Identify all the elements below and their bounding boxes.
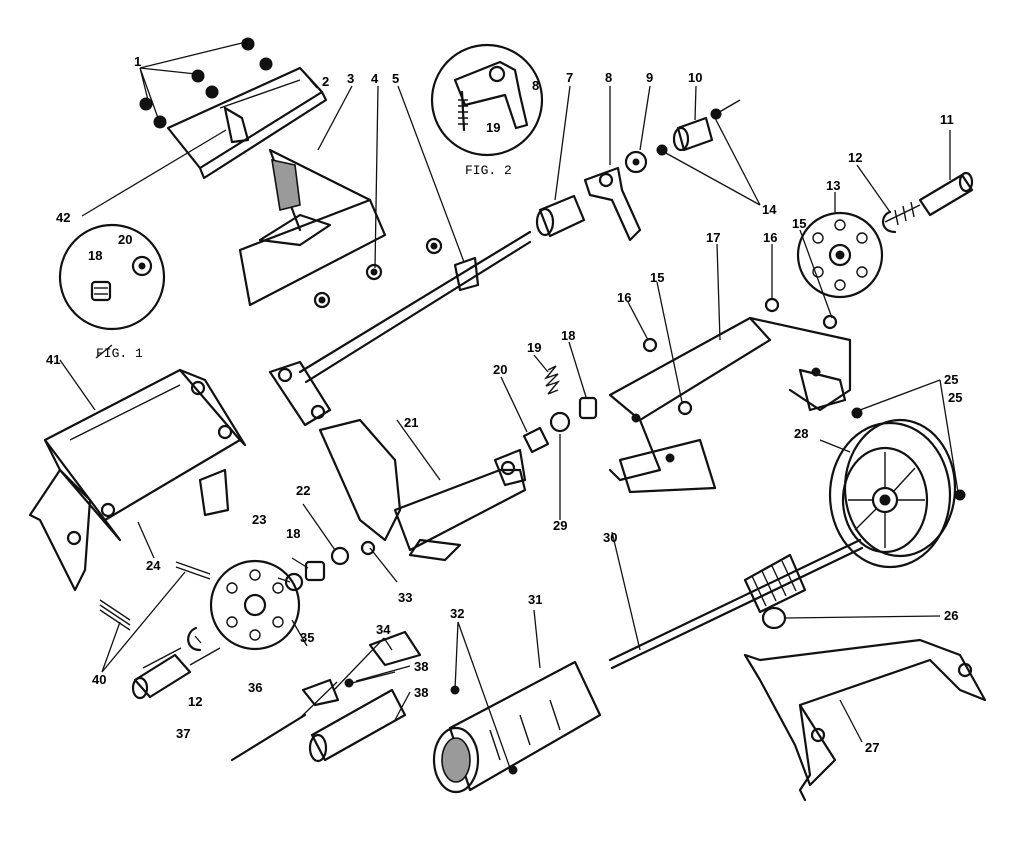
callout-18-lower: 18: [286, 526, 300, 541]
clip-12-top: [882, 210, 897, 234]
callout-31: 31: [528, 592, 542, 607]
cap-26: [761, 606, 787, 630]
callout-28: 28: [794, 426, 808, 441]
ring-23: [284, 572, 304, 592]
callout-17: 17: [706, 230, 720, 245]
callout-36: 36: [248, 680, 262, 695]
grass-shield-assembly: [166, 66, 387, 307]
bolt-38: [344, 671, 396, 688]
callout-2: 2: [322, 74, 329, 89]
callout-18-middle: 18: [561, 328, 575, 343]
sprocket-35: [209, 559, 301, 651]
support-bracket: [318, 418, 527, 562]
fig2-inset: FIG. 2: [430, 43, 544, 178]
sprocket-13: [796, 211, 884, 299]
callout-16-middle: 16: [617, 290, 631, 305]
spacer-18-lower: [304, 560, 326, 582]
callout-35: 35: [300, 630, 314, 645]
callout-25-lower: 25: [948, 390, 962, 405]
callout-labels: 1 2 3 4 5 6 7 8 8 9 10 11 12 12 13 14 15…: [46, 36, 962, 755]
callout-34: 34: [376, 622, 391, 637]
callout-19-fig2: 19: [486, 120, 500, 135]
handle-bracket-27: [743, 638, 987, 802]
callout-8: 8: [605, 70, 612, 85]
roller-bushing-7: [535, 194, 586, 238]
spring-set-40: [99, 561, 211, 631]
callout-26: 26: [944, 608, 958, 623]
callout-23: 23: [252, 512, 266, 527]
callout-15-top: 15: [792, 216, 806, 231]
pivot-shaft: [268, 230, 532, 427]
callout-9: 9: [646, 70, 653, 85]
callout-42: 42: [56, 210, 70, 225]
wheel-28: [828, 407, 966, 569]
callout-32: 32: [450, 606, 464, 621]
callout-19-middle: 19: [527, 340, 541, 355]
roller-31: [432, 660, 602, 794]
axle-11: [884, 171, 974, 226]
callout-13: 13: [826, 178, 840, 193]
callout-27: 27: [865, 740, 879, 755]
bolt-set: [139, 37, 273, 129]
callout-10: 10: [688, 70, 702, 85]
callout-20-fig1: 20: [118, 232, 132, 247]
callout-37: 37: [176, 726, 190, 741]
hub-37: [131, 647, 221, 700]
callout-22: 22: [296, 483, 310, 498]
drive-shaft-30: [608, 538, 864, 670]
roller-assembly-34: [301, 630, 422, 763]
callout-38-upper: 38: [414, 659, 428, 674]
callout-25-top: 25: [944, 372, 958, 387]
callout-16-top: 16: [763, 230, 777, 245]
rod-36: [230, 713, 307, 762]
callout-11: 11: [940, 112, 954, 127]
bushing-9: [624, 150, 648, 174]
nut-set: [313, 237, 443, 309]
callout-38-lower: 38: [414, 685, 428, 700]
callout-3: 3: [347, 71, 354, 86]
spacer-18-middle: [578, 396, 598, 420]
callout-8-fig2: 8: [532, 78, 539, 93]
fig1-inset: FIG. 1: [58, 223, 166, 361]
housing-41: [28, 368, 247, 592]
washer-22: [330, 546, 350, 566]
spring-19: [543, 365, 561, 395]
callout-40: 40: [92, 672, 106, 687]
callout-33: 33: [398, 590, 412, 605]
clip-12-bottom: [187, 626, 202, 652]
callout-5: 5: [392, 71, 399, 86]
callout-4: 4: [371, 71, 379, 86]
callout-15-middle: 15: [650, 270, 664, 285]
mounting-bracket-17: [608, 297, 852, 494]
callout-6: 6: [241, 36, 248, 51]
callout-1: 1: [134, 54, 141, 69]
washer-14: [656, 99, 741, 156]
callout-20-middle: 20: [493, 362, 507, 377]
callout-12-bottom: 12: [188, 694, 202, 709]
callout-12-top: 12: [848, 150, 862, 165]
callout-24: 24: [146, 558, 161, 573]
callout-21: 21: [404, 415, 418, 430]
washer-29: [549, 411, 571, 433]
callout-7: 7: [566, 70, 573, 85]
fig2-label: FIG. 2: [465, 163, 512, 178]
callout-18-fig1: 18: [88, 248, 102, 263]
callout-14: 14: [762, 202, 777, 217]
fig1-label: FIG. 1: [96, 346, 143, 361]
bushing-10: [672, 116, 714, 152]
lever-8: [583, 166, 642, 242]
nut-20: [522, 426, 550, 454]
callout-29: 29: [553, 518, 567, 533]
callout-30: 30: [603, 530, 617, 545]
callout-41: 41: [46, 352, 60, 367]
leader-lines: [59, 41, 959, 769]
